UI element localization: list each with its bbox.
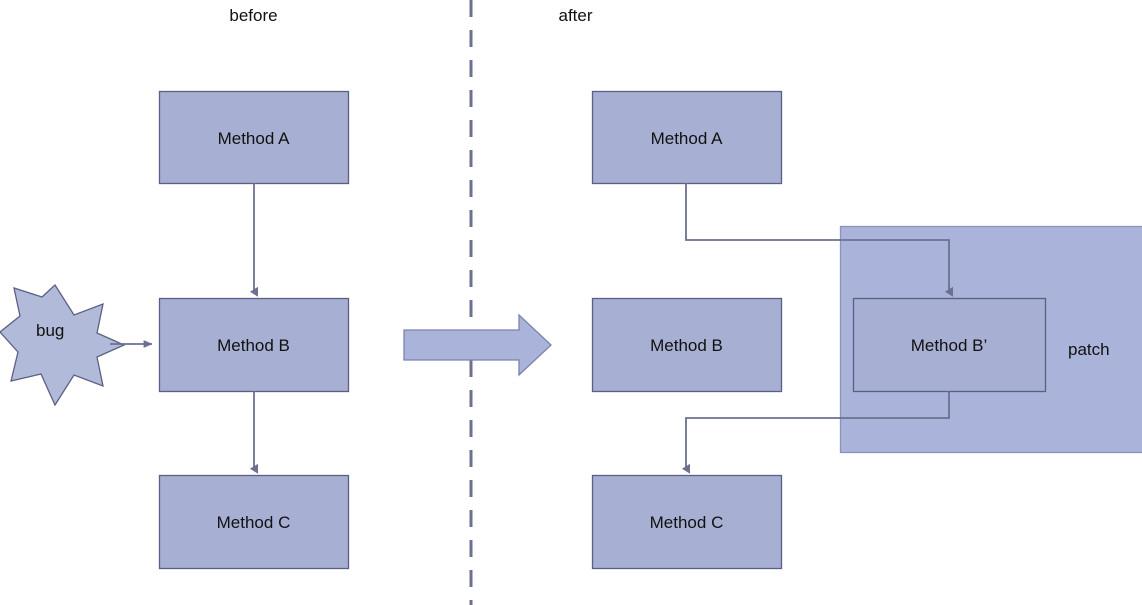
bug-star-shape[interactable] [0, 283, 126, 407]
after-node-method-b-box[interactable] [591, 297, 783, 393]
patch-label: patch [1068, 340, 1110, 359]
after-connector-a-to-bprime [685, 183, 953, 297]
after-node-method-a-box[interactable] [591, 90, 783, 185]
after-node-method-b-prime-box[interactable] [852, 297, 1047, 393]
before-node-method-a-box[interactable] [158, 90, 350, 185]
column-label-after: after [558, 6, 593, 25]
before-node-method-c-box[interactable] [158, 474, 350, 570]
before-node-method-b-box[interactable] [158, 297, 350, 393]
column-label-before: before [229, 6, 278, 25]
bug-label: bug [36, 321, 65, 340]
after-node-method-c-box[interactable] [591, 474, 783, 570]
transition-block-arrow [403, 313, 552, 377]
after-connector-bprime-to-c [682, 391, 950, 474]
